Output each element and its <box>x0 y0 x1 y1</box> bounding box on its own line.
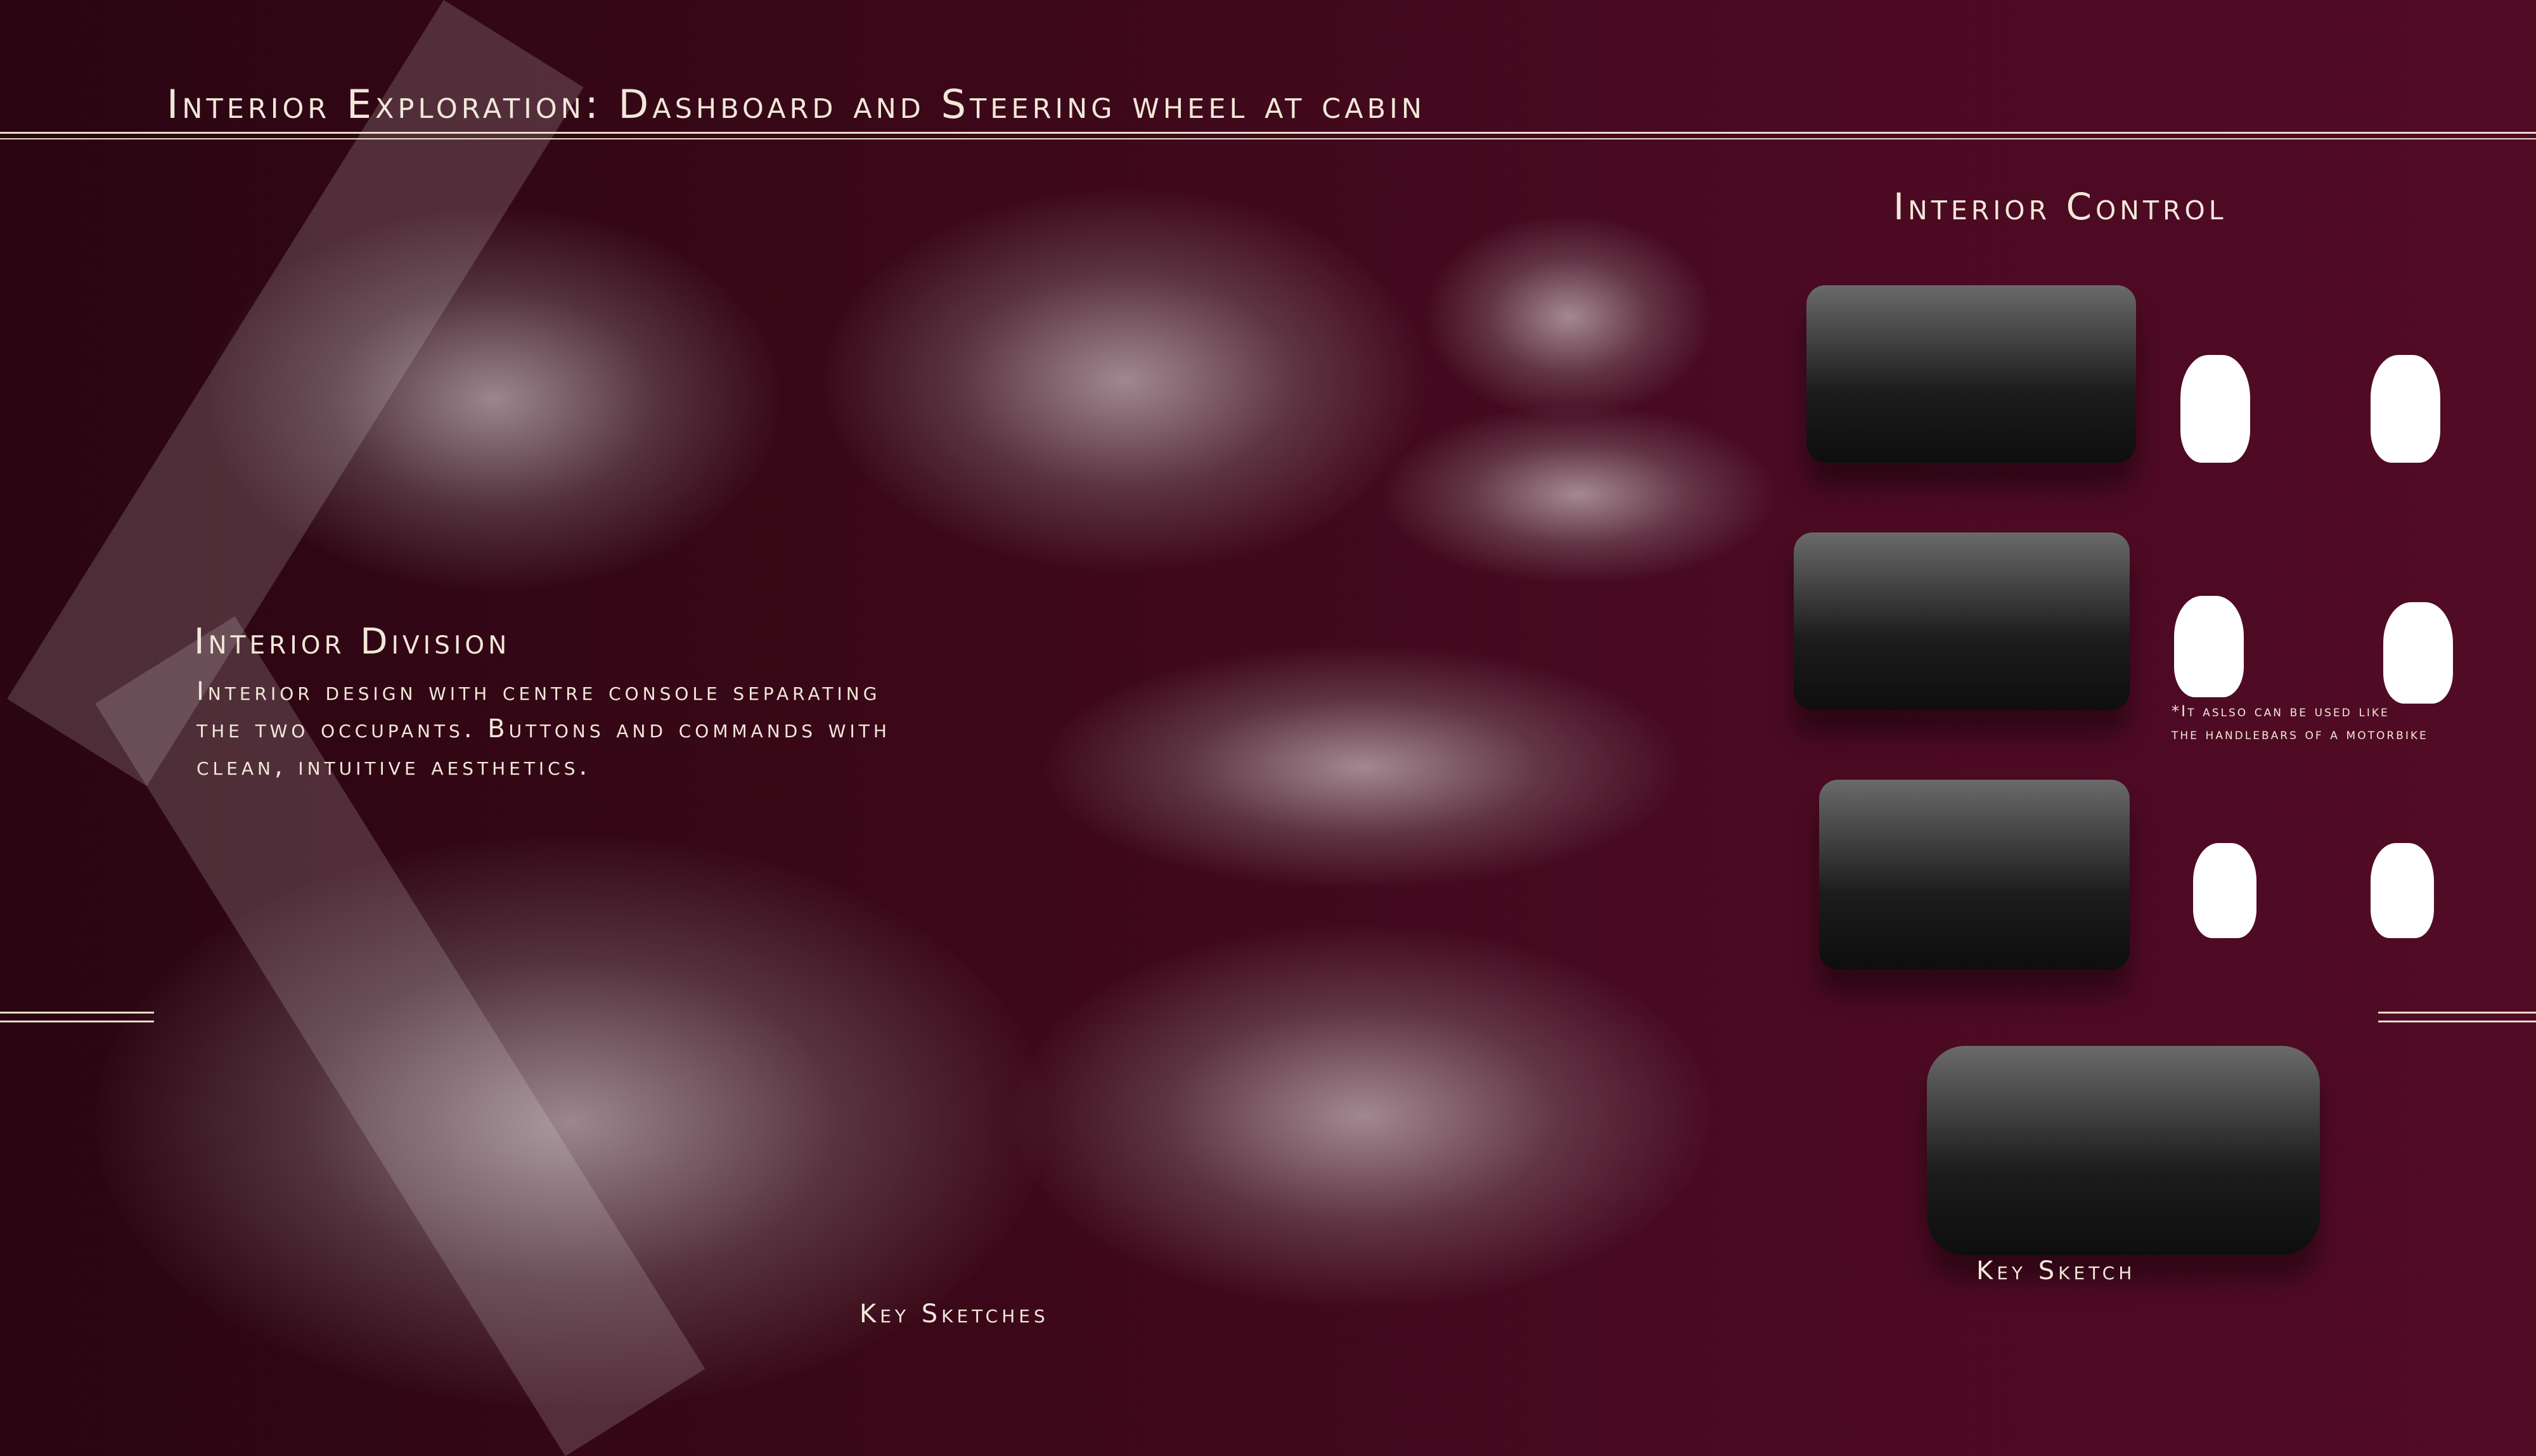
steering-yoke-key-sketch <box>1927 1046 2320 1255</box>
left-side-rule-2 <box>0 1021 154 1022</box>
right-side-rule-2 <box>2378 1021 2536 1022</box>
interior-division-line-1: Interior design with centre console sepa… <box>196 677 881 706</box>
right-side-rule-1 <box>2378 1012 2536 1014</box>
dashboard-sketch-top-center <box>824 190 1426 570</box>
interior-control-heading: Interior Control <box>1893 185 2227 228</box>
footnote-line-2: the handlebars of a motorbike <box>2172 725 2428 743</box>
hand-on-yoke-2-right <box>2383 602 2453 704</box>
footnote-line-1: *It aslso can be used like <box>2172 702 2390 720</box>
steering-yoke-3 <box>1819 780 2130 970</box>
dashboard-sketch-top-left <box>209 209 780 589</box>
dashboard-sketch-mid-center <box>1046 647 1680 887</box>
interior-division-heading: Interior Division <box>194 621 511 662</box>
title-divider-top <box>0 132 2536 134</box>
steering-yoke-1 <box>1806 285 2136 463</box>
cockpit-sketch-bottom-left <box>95 837 1046 1407</box>
hand-control-sketch-2 <box>1382 406 1775 583</box>
hand-on-yoke-1-right <box>2371 355 2440 463</box>
hand-control-sketch-1 <box>1426 216 1711 418</box>
title-divider-bottom <box>0 138 2536 139</box>
hand-on-yoke-2-left <box>2174 596 2244 697</box>
steering-yoke-2 <box>1794 532 2130 710</box>
left-side-rule-1 <box>0 1012 154 1014</box>
interior-division-line-3: clean, intuitive aesthetics. <box>196 752 591 781</box>
hand-on-yoke-1-left <box>2180 355 2250 463</box>
key-sketches-caption: Key Sketches <box>859 1299 1049 1329</box>
page-title: Interior Exploration: Dashboard and Stee… <box>167 81 1426 127</box>
interior-division-line-2: the two occupants. Buttons and commands … <box>196 714 891 744</box>
key-sketch-caption: Key Sketch <box>1976 1256 2136 1285</box>
hand-on-yoke-3-left <box>2193 843 2256 938</box>
dashboard-sketch-bottom-center <box>1014 925 1711 1306</box>
hand-on-yoke-3-right <box>2371 843 2434 938</box>
